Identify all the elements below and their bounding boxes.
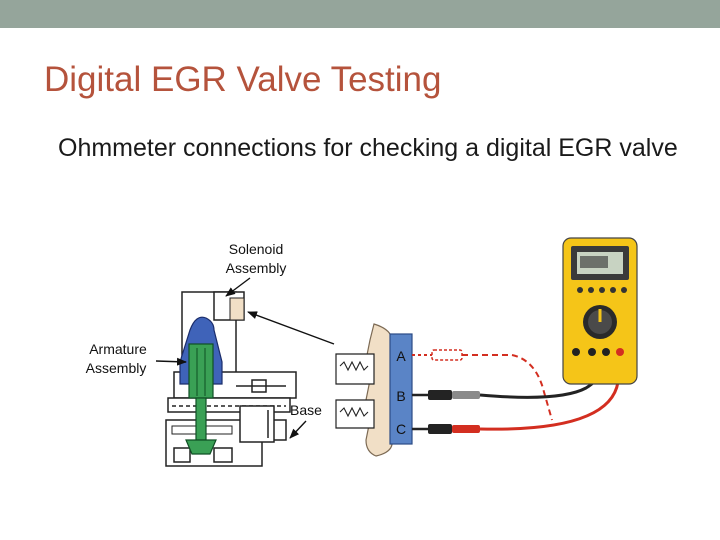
solenoid-label-line1: Solenoid [229,241,284,257]
terminal-a-label: A [396,348,406,364]
probe-red-lead [412,355,622,434]
base-pointer [289,420,307,439]
base-label: Base [290,402,322,418]
armature-pointer [155,357,187,366]
terminal-b-label: B [396,388,405,404]
connector-pointer [247,311,335,345]
slide-title: Digital EGR Valve Testing [44,60,442,99]
armature-label-line2: Assembly [86,360,147,376]
digital-multimeter [562,237,638,385]
armature-assembly [179,316,223,455]
terminal-c-label: C [396,421,406,437]
armature-label-line1: Armature [89,341,147,357]
probe-a-dashed [412,349,553,421]
solenoid-pointer [225,277,251,297]
top-accent-bar [0,0,720,28]
slide-body-text: Ohmmeter connections for checking a digi… [58,134,678,162]
electrical-connector [335,323,413,457]
solenoid-label-line2: Assembly [226,260,287,276]
